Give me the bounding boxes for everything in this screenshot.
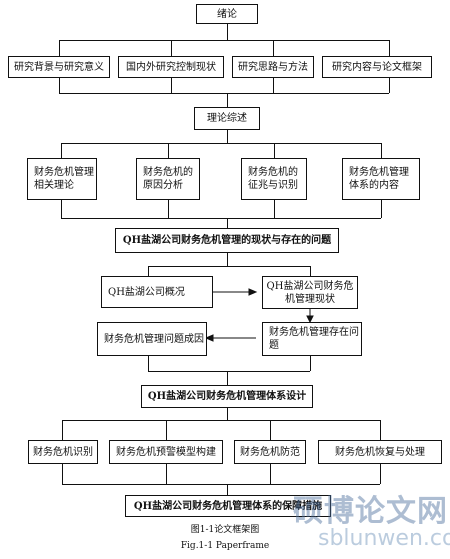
connector (59, 78, 60, 93)
company-overview-box: QH盐湖公司概况 (101, 276, 213, 308)
connector (62, 484, 380, 485)
level3-label: 财务危机恢复与处理 (335, 446, 425, 458)
connector (61, 218, 381, 219)
level2-label: 财务危机的征兆与识别 (248, 167, 298, 191)
connector (168, 200, 169, 218)
connector (166, 464, 167, 484)
level2-box-theory: 财务危机管理相关理论 (27, 158, 97, 200)
problems-label: 财务危机管理存在问题 (269, 327, 359, 351)
connector (273, 40, 274, 56)
safeguards-label: QH盐湖公司财务危机管理体系的保障措施 (133, 500, 323, 512)
connector (148, 356, 149, 371)
connector (273, 78, 274, 93)
connector (389, 78, 390, 93)
design-box: QH盐湖公司财务危机管理体系设计 (141, 385, 313, 408)
level3-box-prevention: 财务危机防范 (234, 440, 306, 464)
level1-box-content: 研究内容与论文框架 (322, 56, 432, 78)
connector (270, 464, 271, 484)
connector (227, 130, 228, 143)
level3-box-early-warning: 财务危机预警模型构建 (109, 440, 223, 464)
connector (62, 464, 63, 484)
level1-label: 国内外研究控制现状 (126, 61, 216, 73)
caption-chinese: 图1-1论文框架图 (190, 525, 260, 535)
connector (310, 266, 311, 276)
company-overview-label: QH盐湖公司概况 (108, 286, 185, 298)
status-label: QH盐湖公司财务危机管理的现状与存在的问题 (122, 235, 332, 246)
problems-box: 财务危机管理存在问题 (262, 322, 362, 356)
management-status-box: QH盐湖公司财务危机管理现状 (262, 276, 358, 309)
review-label: 理论综述 (207, 113, 247, 124)
connector (380, 420, 381, 440)
connector (171, 40, 172, 56)
watermark-url: sblunwen.com (318, 526, 450, 551)
level2-label: 财务危机的原因分析 (143, 167, 193, 191)
level1-label: 研究内容与论文框架 (332, 61, 422, 73)
caption-english: Fig.1-1 Paperframe (180, 541, 270, 551)
connector (148, 371, 310, 372)
level1-box-status-review: 国内外研究控制现状 (118, 56, 224, 78)
arrow-head (204, 334, 214, 342)
level3-label: 财务危机防范 (240, 446, 300, 458)
connector (381, 143, 382, 158)
level3-box-recovery: 财务危机恢复与处理 (318, 440, 442, 464)
level2-box-signals: 财务危机的征兆与识别 (241, 158, 307, 200)
level3-label: 财务危机预警模型构建 (116, 446, 216, 458)
connector (59, 40, 60, 56)
connector (227, 253, 228, 266)
connector (227, 24, 228, 40)
connector (274, 200, 275, 218)
connector (227, 408, 228, 420)
review-box: 理论综述 (194, 107, 260, 130)
level2-box-system-content: 财务危机管理体系的内容 (342, 158, 420, 200)
connector (59, 40, 389, 41)
connector (166, 420, 167, 440)
connector (61, 200, 62, 218)
level2-label: 财务危机管理体系的内容 (349, 167, 409, 191)
connector (381, 200, 382, 218)
level2-box-causes: 财务危机的原因分析 (136, 158, 200, 200)
connector (227, 371, 228, 385)
causes-box: 财务危机管理问题成因 (97, 322, 207, 356)
level2-label: 财务危机管理相关理论 (34, 167, 94, 191)
connector (171, 78, 172, 93)
design-label: QH盐湖公司财务危机管理体系设计 (147, 391, 307, 402)
connector (227, 93, 228, 107)
level3-box-identification: 财务危机识别 (28, 440, 98, 464)
connector (62, 420, 380, 421)
safeguards-box: QH盐湖公司财务危机管理体系的保障措施 (125, 495, 331, 517)
connector (380, 464, 381, 484)
intro-box: 绪论 (196, 4, 258, 24)
level1-label: 研究思路与方法 (238, 61, 308, 73)
connector (227, 218, 228, 228)
intro-label: 绪论 (217, 8, 237, 20)
management-status-label: QH盐湖公司财务危机管理现状 (266, 280, 354, 305)
status-box: QH盐湖公司财务危机管理的现状与存在的问题 (115, 228, 339, 253)
connector (148, 266, 310, 267)
connector (59, 93, 389, 94)
connector (270, 420, 271, 440)
connector (227, 484, 228, 495)
connector (274, 143, 275, 158)
connector (310, 356, 311, 371)
connector (61, 143, 62, 158)
watermark-logo: 硕博论文网 (293, 494, 448, 529)
connector (389, 40, 390, 56)
level1-label: 研究背景与研究意义 (14, 61, 104, 73)
arrow-head (248, 288, 258, 296)
connector (168, 143, 169, 158)
level1-box-background: 研究背景与研究意义 (8, 56, 110, 78)
connector (148, 266, 149, 276)
connector (61, 143, 381, 144)
level1-box-methods: 研究思路与方法 (232, 56, 314, 78)
connector (62, 420, 63, 440)
level3-label: 财务危机识别 (33, 446, 93, 458)
causes-label: 财务危机管理问题成因 (104, 333, 204, 345)
